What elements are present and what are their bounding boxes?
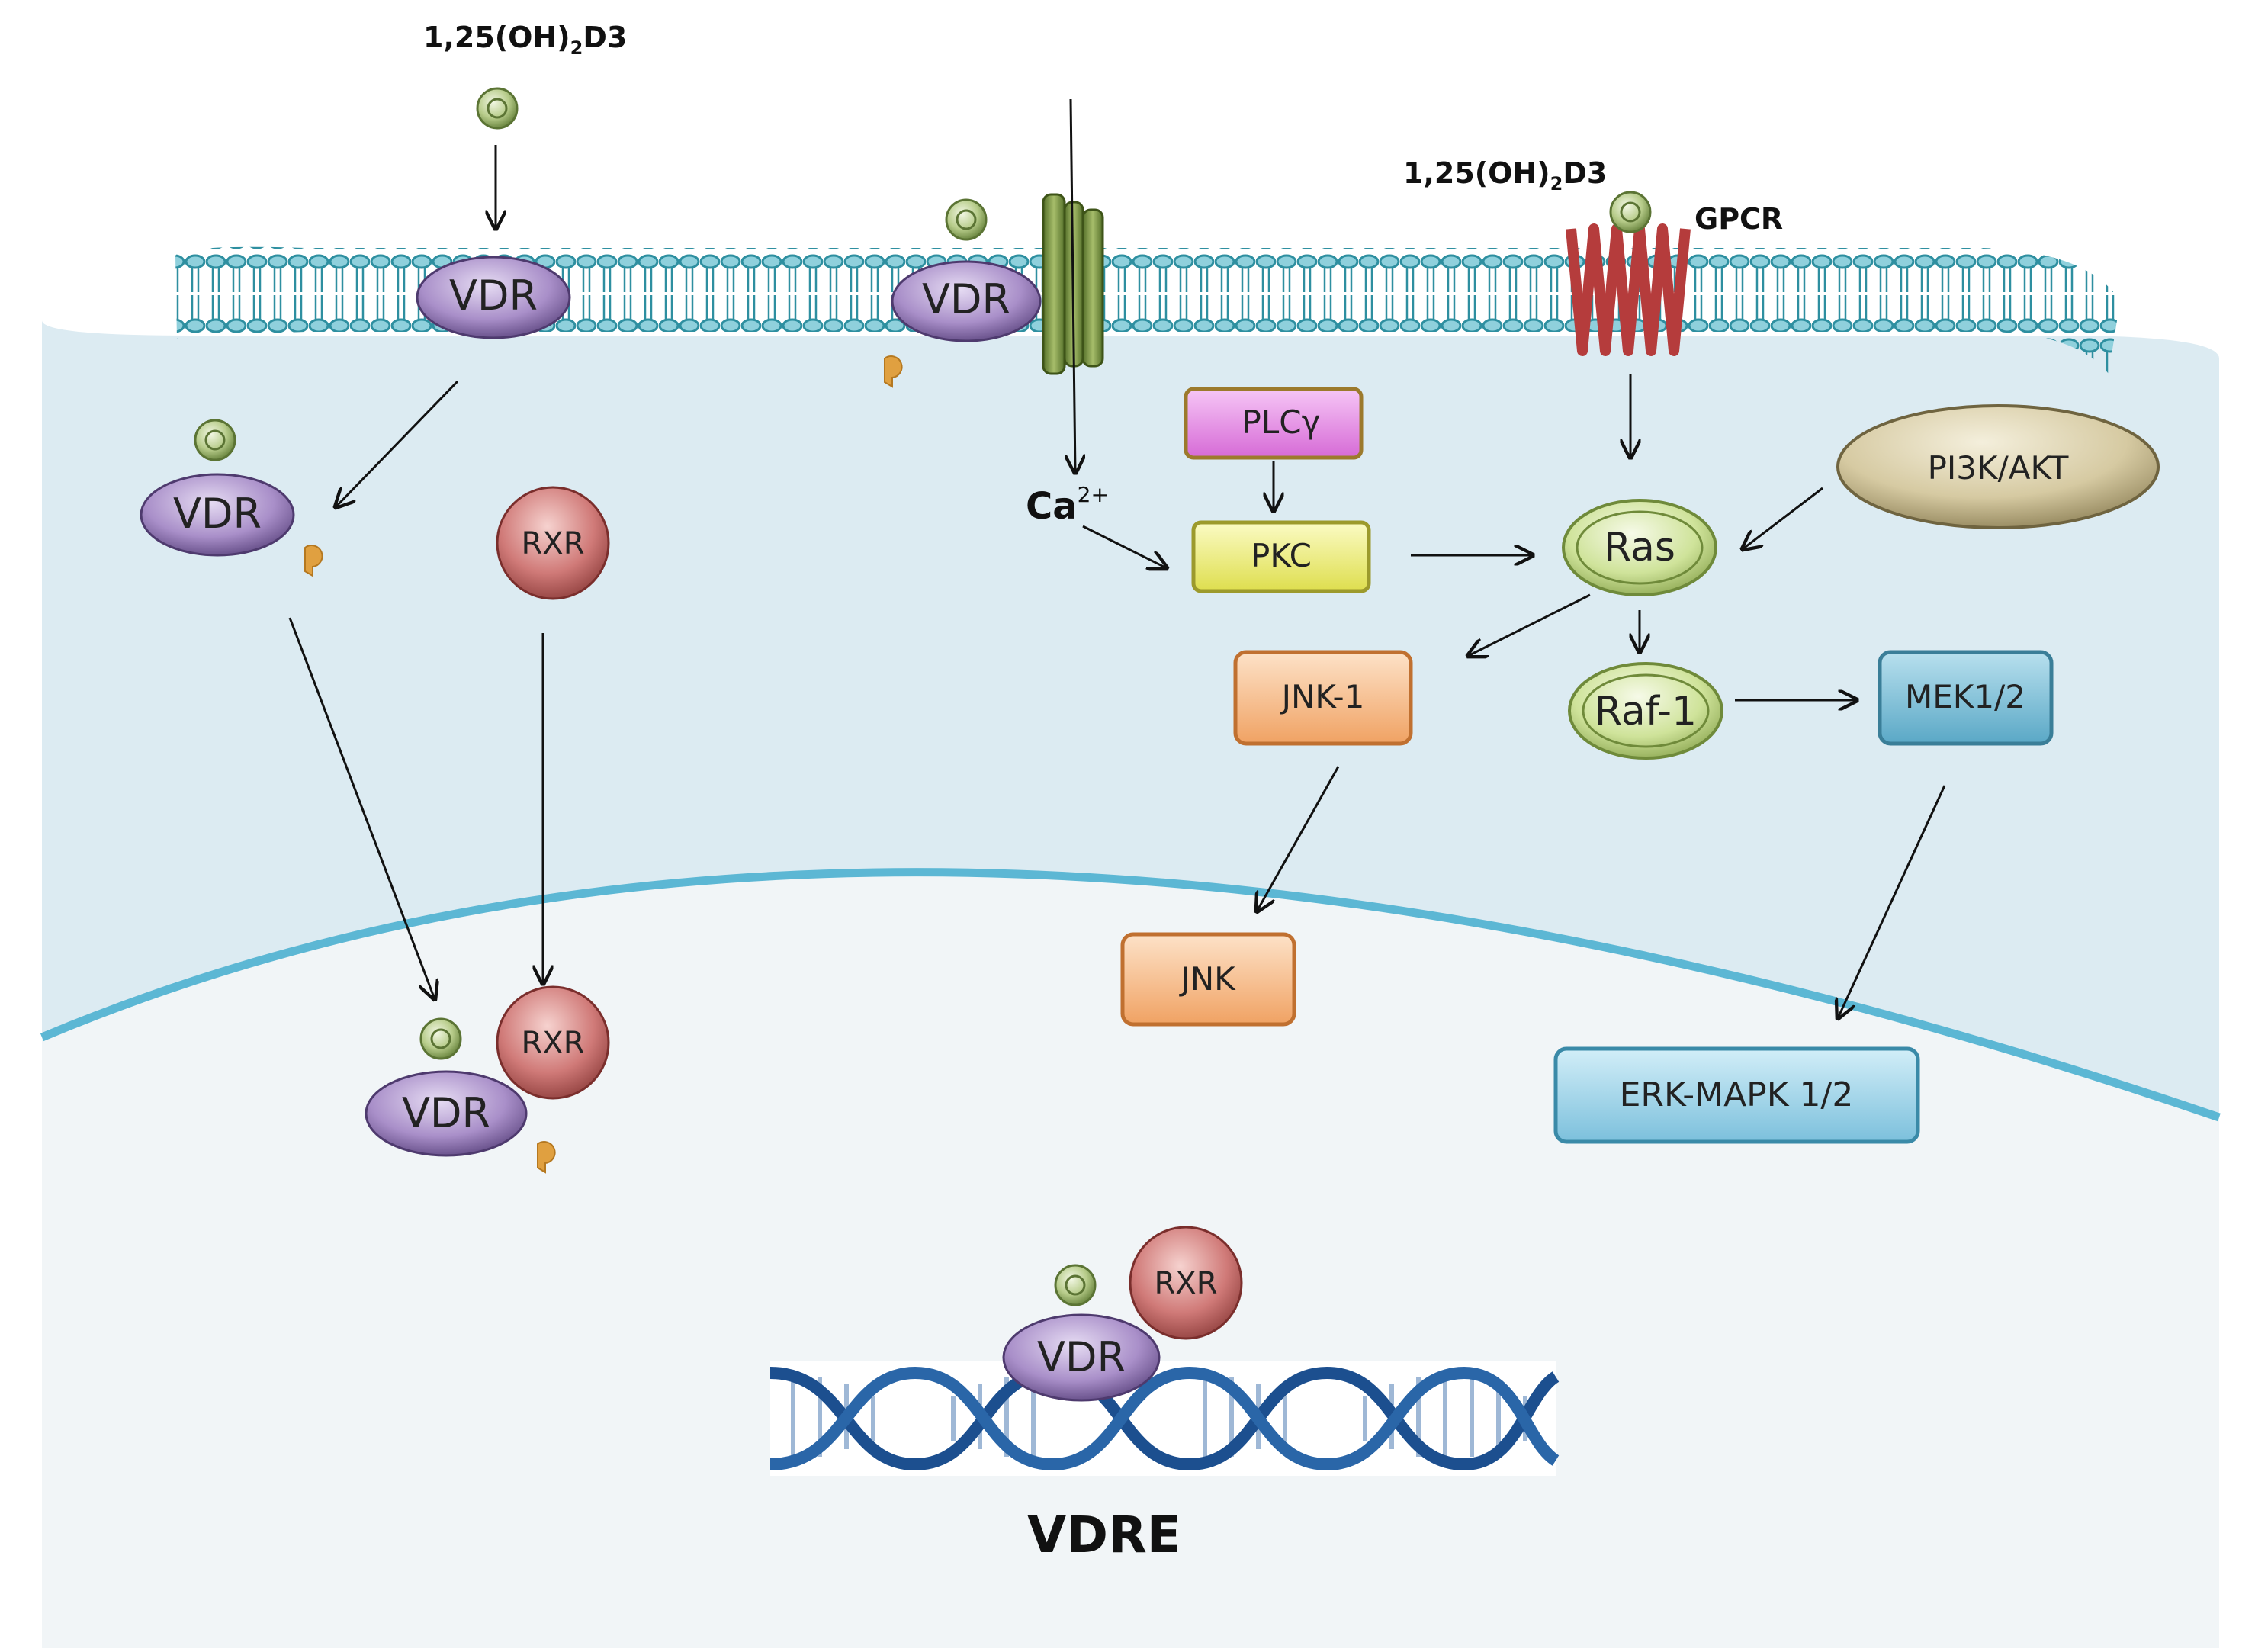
- svg-text:RXR: RXR: [1155, 1266, 1218, 1301]
- svg-text:VDR: VDR: [402, 1089, 490, 1137]
- phosphate-icon: [884, 355, 903, 388]
- phosphate-icon: [304, 545, 323, 577]
- vdr-dna: VDR: [1002, 1313, 1161, 1402]
- nuclear-envelope: [40, 868, 2221, 1122]
- jnk1-box: JNK-1: [1233, 650, 1413, 746]
- vdr-nucleus: VDR: [365, 1070, 528, 1157]
- svg-text:JNK-1: JNK-1: [1280, 678, 1365, 715]
- svg-text:Ras: Ras: [1604, 525, 1675, 570]
- svg-text:VDR: VDR: [449, 272, 538, 320]
- svg-text:VDR: VDR: [173, 490, 262, 538]
- dna-helix: [769, 1361, 1560, 1476]
- phosphate-icon: [537, 1141, 556, 1174]
- jnk-box: JNK: [1120, 932, 1296, 1027]
- ligands: [194, 87, 1652, 1306]
- plcg-box: PLCγ: [1184, 387, 1364, 460]
- svg-text:ERK-MAPK 1/2: ERK-MAPK 1/2: [1620, 1075, 1854, 1114]
- svg-text:Raf-1: Raf-1: [1595, 689, 1697, 734]
- ligand-top: [476, 87, 519, 130]
- svg-text:PKC: PKC: [1251, 537, 1312, 574]
- erk-box: ERK-MAPK 1/2: [1553, 1046, 1920, 1144]
- rxr-nucleus: RXR: [496, 985, 610, 1100]
- arrow-channel-to-calcium: [1071, 98, 1075, 473]
- vdre-label: VDRE: [1027, 1506, 1181, 1564]
- svg-text:PI3K/AKT: PI3K/AKT: [1928, 449, 2069, 487]
- vdr-membrane-left: VDR: [416, 256, 571, 339]
- pkc-box: PKC: [1191, 520, 1371, 593]
- svg-text:VDR: VDR: [922, 275, 1010, 323]
- gpcr-label: GPCR: [1694, 202, 1783, 236]
- pi3k-akt-node: PI3K/AKT: [1836, 404, 2160, 529]
- rxr-dna: RXR: [1129, 1226, 1243, 1340]
- ligand-dna-vdr: [1054, 1264, 1097, 1306]
- arrow-jnk1-to-jnk: [1257, 766, 1340, 911]
- arrow-mek-to-erk: [1838, 785, 1946, 1018]
- vdr-cytosol: VDR: [140, 473, 295, 557]
- raf1-node: Raf-1: [1568, 662, 1723, 760]
- vdr-membrane-channel: VDR: [891, 260, 1042, 342]
- svg-text:MEK1/2: MEK1/2: [1905, 678, 2025, 715]
- arrow-vdr-to-nucleus: [288, 617, 435, 999]
- rxr-cytosol: RXR: [496, 486, 610, 600]
- ligand-gpcr: [1609, 191, 1652, 233]
- ras-node: Ras: [1562, 499, 1717, 596]
- svg-text:RXR: RXR: [522, 1026, 585, 1061]
- mek-box: MEK1/2: [1878, 650, 2054, 746]
- arrow-membrane-vdr-to-cytosol: [336, 380, 459, 507]
- ligand-cytosol-vdr: [194, 419, 236, 461]
- ligand-label-gpcr: 1,25(OH)2D3: [1403, 156, 1607, 194]
- gpcr-receptor: [1566, 223, 1691, 356]
- svg-text:RXR: RXR: [522, 526, 585, 561]
- svg-text:VDR: VDR: [1037, 1333, 1126, 1381]
- arrow-ras-to-jnk1: [1468, 593, 1591, 656]
- svg-text:JNK: JNK: [1178, 960, 1236, 998]
- calcium-label: Ca2+: [1026, 482, 1109, 528]
- svg-text:PLCγ: PLCγ: [1242, 403, 1321, 441]
- ligand-membrane-vdr: [945, 198, 988, 241]
- arrow-calcium-to-pkc: [1082, 525, 1167, 568]
- arrow-pi3k-to-ras: [1743, 487, 1823, 549]
- ligand-nuclear-vdr: [419, 1017, 462, 1060]
- arrows: [288, 98, 1946, 1018]
- ligand-label-top: 1,25(OH)2D3: [423, 21, 627, 59]
